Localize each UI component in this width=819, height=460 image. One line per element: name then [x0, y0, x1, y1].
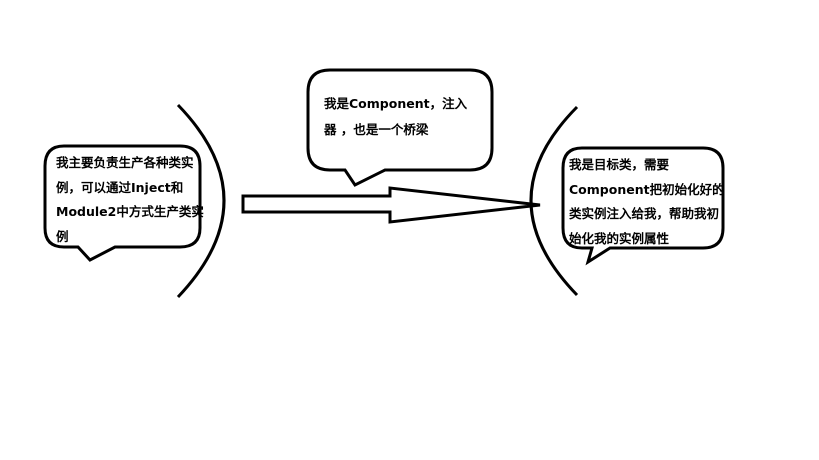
text-line: 始化我的实例属性 — [569, 230, 670, 246]
text-line: 例，可以通过Inject和 — [56, 179, 184, 195]
component-bubble-shape — [306, 68, 494, 187]
text-line: 器 ，也是一个桥梁 — [324, 122, 429, 137]
text-line: 我是Component，注入 — [324, 96, 468, 111]
text-line: Component把初始化好的 — [569, 181, 725, 197]
text-line: 例 — [56, 228, 69, 244]
producer-bubble-shape — [43, 144, 202, 262]
text-line: 我是目标类，需要 — [569, 157, 670, 172]
target-bubble-shape — [561, 146, 725, 266]
left-curve — [176, 103, 226, 299]
right-curve — [529, 105, 579, 297]
target-text: 我是目标类，需要 Component把初始化好的 类实例注入给我，帮助我初 始化… — [569, 153, 725, 251]
text-line: Module2中方式生产类实 — [56, 204, 204, 219]
component-text: 我是Component，注入 器 ，也是一个桥梁 — [324, 91, 467, 143]
text-line: 我主要负责生产各种类实 — [56, 155, 194, 170]
text-line: 类实例注入给我，帮助我初 — [569, 206, 720, 221]
injection-arrow — [241, 186, 541, 224]
producer-text: 我主要负责生产各种类实 例，可以通过Inject和 Module2中方式生产类实… — [56, 151, 204, 249]
